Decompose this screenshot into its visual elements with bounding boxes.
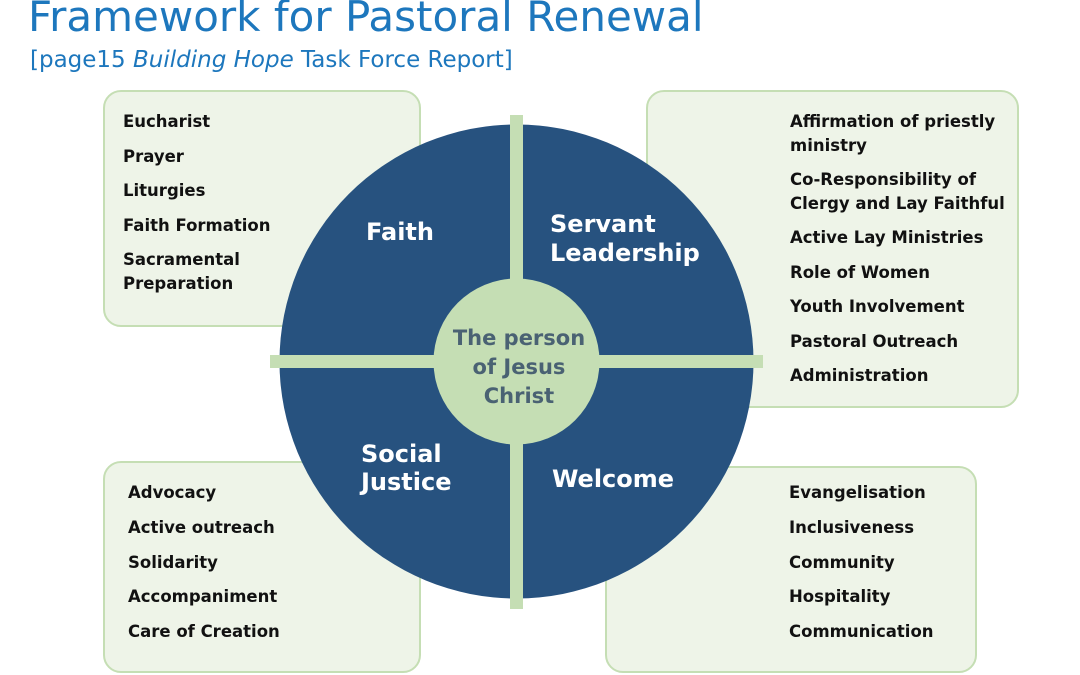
subtitle-report-name: Building Hope (133, 47, 294, 73)
list-item-line: ministry (790, 135, 867, 155)
list-item: Faith Formation (123, 215, 271, 235)
list-item: Affirmation of priestly ministry (790, 110, 1005, 157)
list-item: Active Lay Ministries (790, 228, 984, 247)
list-item: Role of Women (790, 262, 930, 282)
page-subtitle: [page15 Building Hope Task Force Report] (30, 44, 513, 76)
list-item: Communication (789, 622, 934, 642)
page-title: Framework for Pastoral Renewal (28, 0, 704, 41)
list-item-line: Preparation (123, 273, 234, 293)
list-item: Active outreach (128, 517, 275, 537)
list-item: Administration (790, 366, 929, 385)
center-label-line3: Christ (484, 384, 554, 408)
list-item: Youth Involvement (790, 297, 965, 316)
servant-quadrant-label-line2: Leadership (550, 239, 700, 267)
subtitle-suffix: Task Force Report] (293, 47, 513, 73)
welcome-quadrant-label: Welcome (552, 465, 674, 493)
list-item: Pastoral Outreach (790, 331, 959, 351)
list-item: Hospitality (789, 587, 891, 607)
list-item-line: Sacramental (123, 250, 240, 269)
faith-quadrant-label: Faith (366, 218, 434, 246)
social-quadrant-label-line1: Social (361, 440, 442, 468)
center-circle (433, 278, 600, 445)
list-item-line: Co-Responsibility of (790, 170, 977, 189)
list-item: Eucharist (123, 112, 211, 131)
social-quadrant-label-line2: Justice (359, 468, 452, 496)
list-item: Co-Responsibility of Clergy and Lay Faith… (790, 168, 1005, 215)
list-item: Prayer (123, 146, 184, 166)
center-label-line2: of Jesus (473, 355, 566, 379)
list-item: Advocacy (128, 483, 217, 502)
list-item: Community (789, 552, 895, 572)
list-item-line: Clergy and Lay Faithful (790, 193, 1005, 213)
list-item: Solidarity (128, 552, 218, 572)
list-item: Care of Creation (128, 622, 280, 642)
list-item: Evangelisation (789, 483, 926, 502)
servant-quadrant-label-line1: Servant (550, 210, 656, 238)
center-label-line1: The person (453, 326, 585, 350)
subtitle-prefix: [page15 (30, 47, 133, 73)
list-item: Liturgies (123, 181, 206, 200)
list-item: Inclusiveness (789, 517, 915, 537)
list-item-line: Affirmation of priestly (790, 112, 996, 131)
list-item: Accompaniment (128, 587, 278, 607)
